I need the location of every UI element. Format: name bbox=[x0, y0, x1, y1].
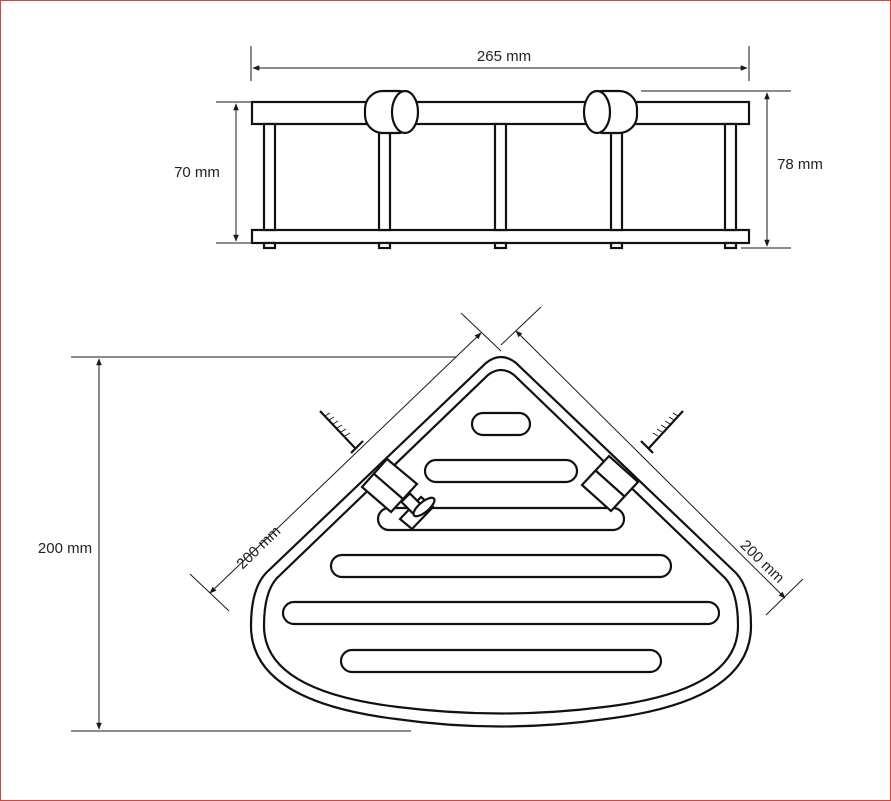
outer-height-label: 78 mm bbox=[777, 156, 823, 173]
shelf-inner-edge bbox=[262, 368, 740, 715]
slot-4 bbox=[329, 553, 673, 579]
feet bbox=[262, 241, 738, 250]
foot-1 bbox=[262, 241, 277, 250]
slot-2 bbox=[423, 458, 579, 484]
screw-head bbox=[640, 440, 654, 454]
slot-5 bbox=[281, 600, 721, 626]
top-rail bbox=[250, 100, 751, 126]
right-diag-extension-top bbox=[500, 306, 542, 346]
foot-4 bbox=[609, 241, 624, 250]
foot-2 bbox=[377, 241, 392, 250]
mount-cap bbox=[582, 89, 612, 135]
left-diag-extension-top bbox=[460, 312, 502, 352]
thumb-screw-icon bbox=[398, 491, 436, 531]
post-1 bbox=[262, 122, 277, 232]
post-2 bbox=[377, 122, 392, 232]
post-4 bbox=[609, 122, 624, 232]
width-label: 265 mm bbox=[477, 48, 531, 65]
right-diag-dimension-line bbox=[515, 330, 786, 599]
shelf-outer-edge bbox=[249, 355, 753, 728]
wall-mount-left bbox=[363, 89, 420, 135]
right-screw-icon bbox=[640, 410, 684, 454]
thumb-screw-head bbox=[412, 496, 436, 518]
right-wall-bracket bbox=[580, 454, 640, 513]
wall-mount-right bbox=[582, 89, 639, 135]
bracket-seam bbox=[594, 469, 625, 497]
screw-thread bbox=[652, 412, 679, 437]
support-posts bbox=[262, 122, 738, 232]
left-screw-icon bbox=[319, 410, 364, 454]
foot-5 bbox=[723, 241, 738, 250]
post-3 bbox=[493, 122, 508, 232]
foot-3 bbox=[493, 241, 508, 250]
screw-shank bbox=[319, 410, 356, 449]
slot-1 bbox=[470, 411, 532, 437]
slot-3 bbox=[376, 506, 626, 532]
plan-height-label: 200 mm bbox=[38, 540, 92, 557]
inner-height-label: 70 mm bbox=[174, 164, 220, 181]
bottom-tray bbox=[250, 228, 751, 245]
slot-6 bbox=[339, 648, 663, 674]
left-diag-label: 200 mm bbox=[233, 523, 284, 573]
drainage-slots bbox=[281, 411, 721, 674]
screw-head bbox=[350, 440, 364, 454]
mount-cap bbox=[390, 89, 420, 135]
right-diag-label: 200 mm bbox=[737, 537, 788, 587]
left-diag-extension-bottom bbox=[189, 573, 230, 612]
screw-thread bbox=[324, 412, 351, 437]
bracket-seam bbox=[372, 472, 404, 500]
screw-shank bbox=[648, 410, 684, 449]
left-diag-dimension-line bbox=[209, 332, 482, 594]
plan-view: 200 mm 200 mm 200 mm bbox=[38, 306, 804, 732]
post-5 bbox=[723, 122, 738, 232]
front-view: 265 mm bbox=[174, 46, 823, 250]
